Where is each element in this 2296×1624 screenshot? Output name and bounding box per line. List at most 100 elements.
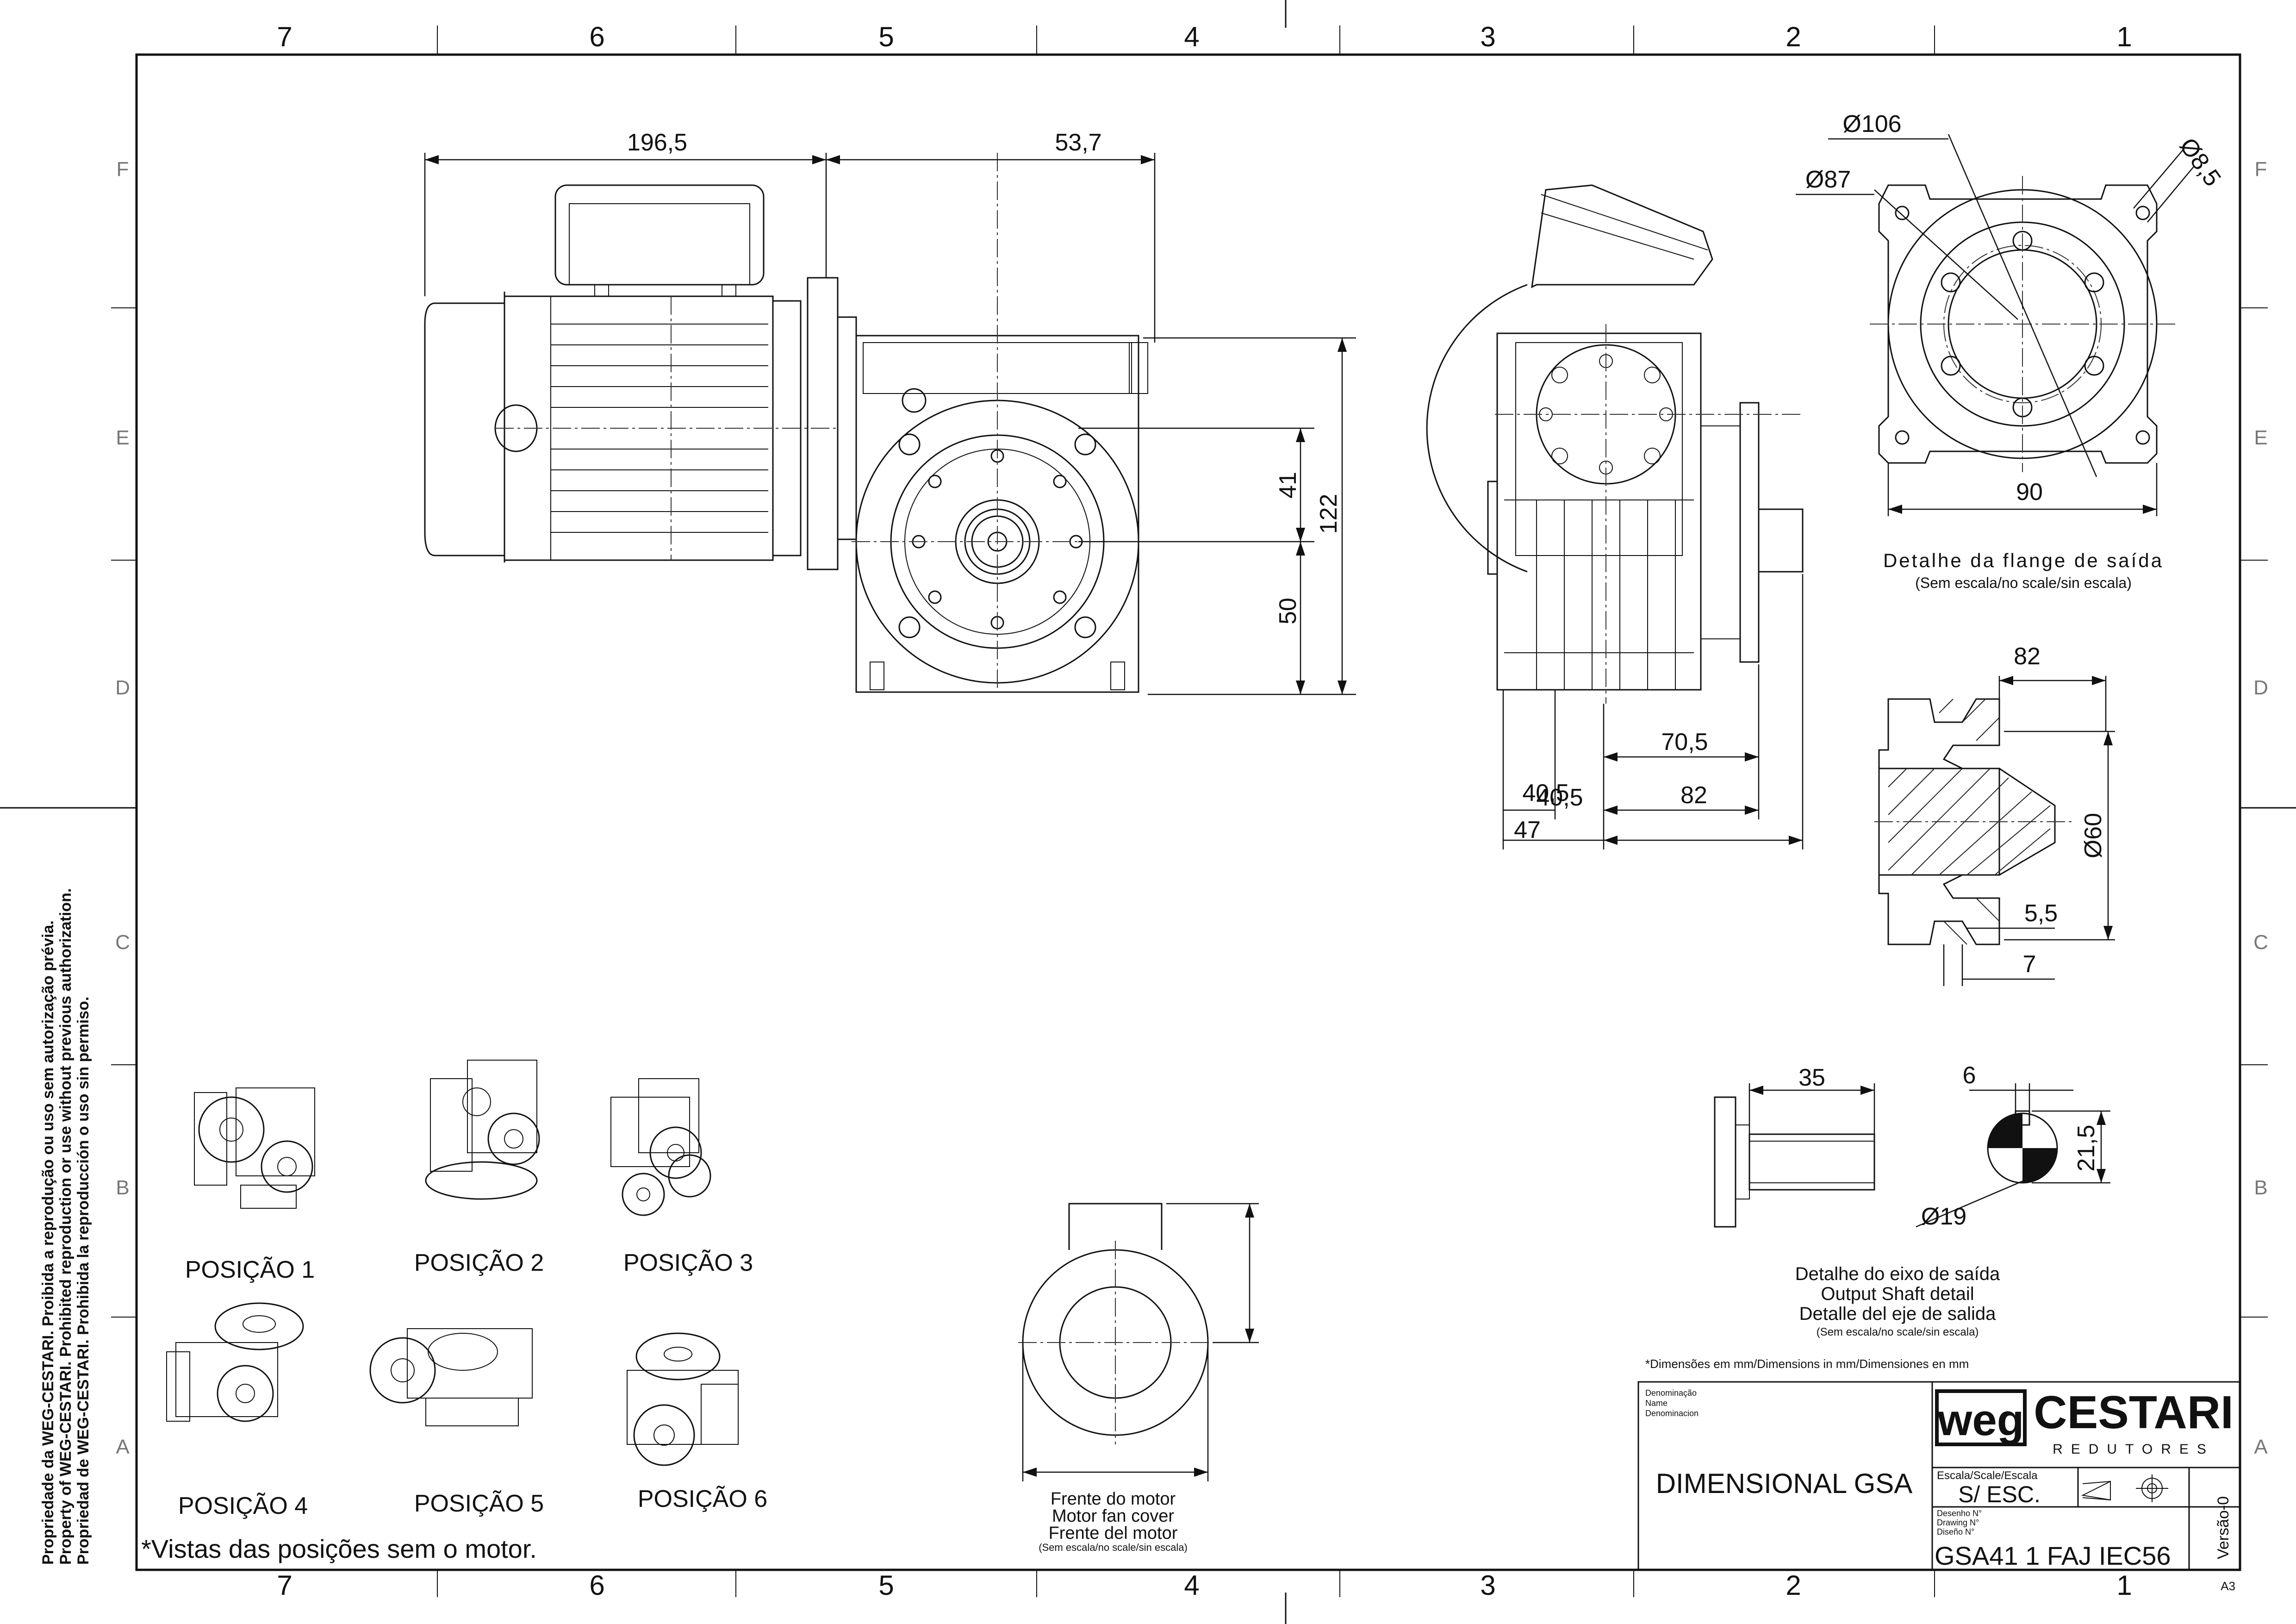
motor-front-caption-es: Frente del motor <box>1049 1524 1178 1543</box>
row-A-left: A <box>116 1436 130 1458</box>
shaft-detail: 35 6 21,5 Ø19 Detalhe do eixo de saída O… <box>1714 1062 2110 1338</box>
copyright-en: Property of WEG-CESTARI. Prohibited repr… <box>57 888 75 1565</box>
position-5-thumbnail <box>369 1328 533 1426</box>
terminal-box <box>554 184 765 286</box>
motor-flange <box>807 277 839 570</box>
dim-section-diameter: Ø60 <box>2080 813 2107 858</box>
shaft-caption-es: Detalle del eje de salida <box>1799 1304 1996 1324</box>
col-1-bottom: 1 <box>2116 1570 2132 1601</box>
sheet-size: A3 <box>2221 1579 2235 1593</box>
projection-symbol-icon <box>2081 1474 2168 1502</box>
row-F-left: F <box>117 158 129 181</box>
scale-value: S/ ESC. <box>1958 1481 2041 1507</box>
dim-side-d1: 70,5 <box>1661 729 1708 756</box>
dim-upper-center: 41 <box>1275 472 1301 499</box>
fan-cover <box>424 302 504 556</box>
dim-side-d2: 82 <box>1680 782 1707 809</box>
dim-side-d4: 40,5 <box>1536 784 1583 811</box>
row-C-left: C <box>115 931 130 954</box>
position-3-thumbnail <box>610 1078 711 1216</box>
dim-flange-hole: Ø8,5 <box>2174 133 2226 191</box>
col-5-bottom: 5 <box>878 1570 894 1601</box>
flange-detail: Ø106 Ø87 Ø8,5 90 Detalhe da flange de sa… <box>1796 111 2226 591</box>
version-label: Versão-0 <box>2215 1496 2232 1559</box>
col-3-top: 3 <box>1480 21 1495 52</box>
drawing-label-pt: Desenho N° <box>1937 1509 1982 1518</box>
col-2-top: 2 <box>1786 21 1801 52</box>
dim-section-recess: 5,5 <box>2024 900 2058 927</box>
dim-section-width: 82 <box>2014 643 2041 670</box>
position-3-label: POSIÇÃO 3 <box>623 1249 753 1276</box>
dim-shaft-length: 35 <box>1798 1064 1825 1091</box>
dim-center-height: 50 <box>1275 598 1301 625</box>
name-label-es: Denominacion <box>1645 1409 1699 1418</box>
position-5-label: POSIÇÃO 5 <box>414 1490 544 1517</box>
col-4-top: 4 <box>1184 21 1199 52</box>
dim-side-d3: 40,5 <box>1522 780 1569 806</box>
row-E-left: E <box>116 426 129 449</box>
shaft-caption-pt: Detalhe do eixo de saída <box>1795 1264 2000 1284</box>
shaft-flange <box>1714 1096 1736 1228</box>
position-4-thumbnail <box>166 1302 304 1422</box>
copyright-es: Propriedad de WEG-CESTARI. Prohibida la … <box>75 997 92 1565</box>
section-shaft <box>1878 768 2056 876</box>
title-block: *Dimensões em mm/Dimensions in mm/Dimens… <box>1637 1357 2241 1571</box>
name-label-pt: Denominação <box>1645 1388 1697 1398</box>
weg-logo-text: weg <box>1937 1395 2024 1445</box>
scale-label: Escala/Scale/Escala <box>1937 1469 2038 1482</box>
dim-side-d5: 47 <box>1514 817 1541 843</box>
dim-flange-spigot: Ø87 <box>1805 166 1851 193</box>
dim-flange-pcd: Ø106 <box>1842 111 1901 137</box>
square-flange <box>1878 184 2158 464</box>
section-hatching <box>1888 699 2051 945</box>
motor-front-caption-pt: Frente do motor <box>1051 1489 1176 1509</box>
dim-key-height: 21,5 <box>2073 1124 2100 1171</box>
col-6-bottom: 6 <box>589 1570 604 1601</box>
col-3-bottom: 3 <box>1480 1570 1495 1601</box>
col-1-top: 1 <box>2116 21 2132 52</box>
row-D-left: D <box>115 676 130 699</box>
flange-detail-subcaption: (Sem escala/no scale/sin escala) <box>1915 575 2132 591</box>
side-output-flange <box>1739 402 1760 663</box>
dim-motor-length: 196,5 <box>627 129 687 156</box>
row-B-left: B <box>116 1176 129 1199</box>
col-7-top: 7 <box>277 21 292 52</box>
weg-logo: weg <box>1935 1389 2027 1446</box>
drawing-title: DIMENSIONAL GSA <box>1656 1468 1913 1499</box>
position-6-thumbnail <box>627 1332 739 1466</box>
units-note: *Dimensões em mm/Dimensions in mm/Dimens… <box>1645 1357 1969 1371</box>
col-7-bottom: 7 <box>277 1570 292 1601</box>
main-front-view <box>424 153 1152 693</box>
drawing-number: GSA41 1 FAJ IEC56 <box>1935 1541 2171 1570</box>
side-ribs <box>1504 500 1694 690</box>
row-E-right: E <box>2254 426 2267 449</box>
position-1-thumbnail <box>194 1087 315 1209</box>
row-C-right: C <box>2253 931 2268 954</box>
col-2-bottom: 2 <box>1786 1570 1801 1601</box>
side-terminal-box <box>1531 184 1713 288</box>
position-2-label: POSIÇÃO 2 <box>414 1249 544 1276</box>
copyright-notice: Propriedade da WEG-CESTARI. Proibida a r… <box>39 888 92 1565</box>
col-6-top: 6 <box>589 21 604 52</box>
row-B-right: B <box>2254 1176 2267 1199</box>
copyright-pt: Propriedade da WEG-CESTARI. Proibida a r… <box>39 920 57 1565</box>
position-6-label: POSIÇÃO 6 <box>638 1486 767 1512</box>
dim-flange-square: 90 <box>2016 479 2043 506</box>
side-view-dimensions: 70,5 82 40,5 40,5 47 <box>1502 574 1804 849</box>
row-letters-left: F E D C B A <box>115 158 130 1458</box>
row-letters-right: F E D C B A <box>2253 158 2268 1458</box>
positions-note: *Vistas das posições sem o motor. <box>141 1534 537 1563</box>
dim-flange-offset: 53,7 <box>1055 129 1101 156</box>
motor-fins <box>550 296 768 560</box>
drawing-label-en: Drawing N° <box>1937 1518 1979 1527</box>
main-view-dimensions: 196,5 53,7 122 41 50 <box>424 129 1356 695</box>
cestari-subtitle: REDUTORES <box>2053 1442 2215 1457</box>
motor-front-box <box>1068 1203 1163 1250</box>
dim-section-lip: 7 <box>2023 951 2036 978</box>
row-D-right: D <box>2253 676 2268 699</box>
motor-front-view: Frente do motor Motor fan cover Frente d… <box>1018 1203 1259 1553</box>
shaft-body <box>1748 1133 1875 1191</box>
row-F-right: F <box>2255 158 2267 181</box>
